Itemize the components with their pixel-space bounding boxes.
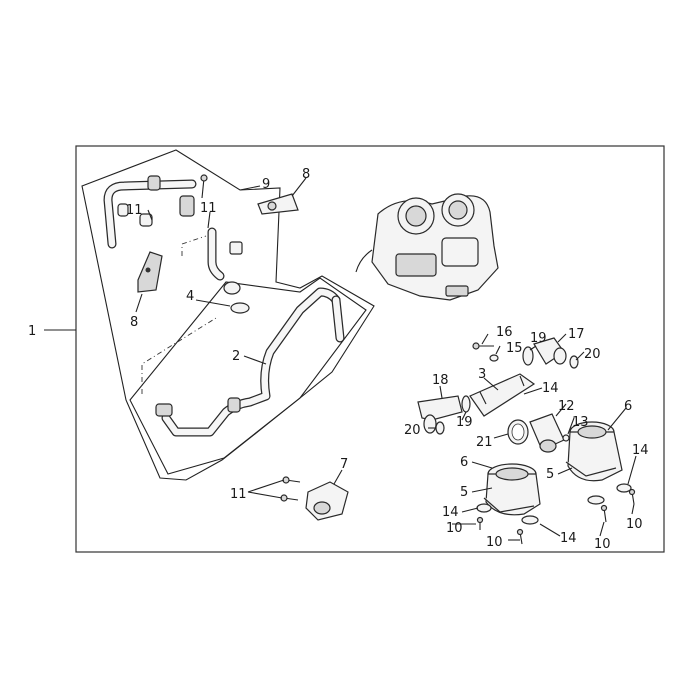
callout-20-left: 20 [404, 423, 421, 438]
screw-11-upper [282, 476, 301, 484]
throttle-body-assembly [355, 193, 499, 301]
callout-20-top: 20 [584, 347, 601, 362]
gasket-14-left [476, 503, 492, 513]
callout-9: 9 [262, 177, 270, 192]
callout-10-mid: 10 [594, 537, 611, 552]
callout-5-right: 5 [546, 467, 554, 482]
callout-13: 13 [572, 415, 589, 430]
bracket-right [257, 193, 299, 215]
callout-21: 21 [476, 435, 493, 450]
callout-6-right: 6 [624, 399, 632, 414]
idle-valve-12 [529, 413, 565, 453]
seal-20-left [435, 421, 445, 435]
gasket-14-mid [587, 495, 605, 505]
callout-15: 15 [506, 341, 523, 356]
hose-kit-inner-outline [129, 277, 367, 475]
washer-13 [562, 434, 570, 442]
bracket-left [137, 251, 163, 293]
o-ring-19-top [522, 346, 534, 366]
gasket-14-right [616, 483, 632, 493]
intake-manifold-left [483, 463, 541, 516]
callout-10-bottom: 10 [486, 535, 503, 550]
sensor-18 [417, 395, 463, 434]
bolt-16 [472, 342, 494, 350]
leader-lines [135, 177, 637, 541]
callout-14-upper: 14 [542, 381, 559, 396]
o-ring-19-left [461, 395, 471, 413]
callout-5-left: 5 [460, 485, 468, 500]
callout-19-top: 19 [530, 331, 547, 346]
screw-top [200, 174, 208, 199]
callout-14-right: 14 [632, 443, 649, 458]
assembly-frame [75, 145, 665, 553]
callout-14-bottom: 14 [560, 531, 577, 546]
callout-8-right: 8 [302, 167, 310, 182]
callout-6-left: 6 [460, 455, 468, 470]
upper-fuel-hose [103, 175, 197, 249]
callout-10-right: 10 [626, 517, 643, 532]
bolt-10-mid [600, 504, 608, 523]
callout-11-bottom: 11 [230, 487, 247, 502]
sensor-17 [533, 337, 567, 365]
callout-11-top-left: 11 [126, 203, 143, 218]
hose-kit-outline [81, 149, 375, 481]
main-fuel-hose [141, 287, 345, 437]
callout-1: 1 [28, 324, 36, 339]
callout-17: 17 [568, 327, 585, 342]
callout-4: 4 [186, 289, 194, 304]
callout-14-left: 14 [442, 505, 459, 520]
washer-15 [489, 354, 499, 362]
callout-19-left: 19 [456, 415, 473, 430]
ring-clamp [223, 281, 250, 314]
bolt-10-bottom [516, 528, 524, 545]
callout-2: 2 [232, 349, 240, 364]
callout-3: 3 [478, 367, 486, 382]
callout-10-left: 10 [446, 521, 463, 536]
callout-18: 18 [432, 373, 449, 388]
screw-11-lower [280, 494, 299, 502]
callout-8-left: 8 [130, 315, 138, 330]
injector-3 [469, 373, 536, 417]
intake-manifold-right [565, 421, 623, 482]
seal-20-top [569, 355, 579, 369]
bolt-10-right [628, 488, 636, 505]
gasket-14-bottom [521, 515, 539, 525]
callout-12: 12 [558, 399, 575, 414]
callout-7: 7 [340, 457, 348, 472]
connector-tube [181, 227, 243, 281]
o-ring-21 [507, 419, 529, 445]
bolt-10-left [476, 516, 484, 530]
callout-16: 16 [496, 325, 513, 340]
callout-11-top: 11 [200, 201, 217, 216]
sensor-7 [305, 481, 349, 521]
